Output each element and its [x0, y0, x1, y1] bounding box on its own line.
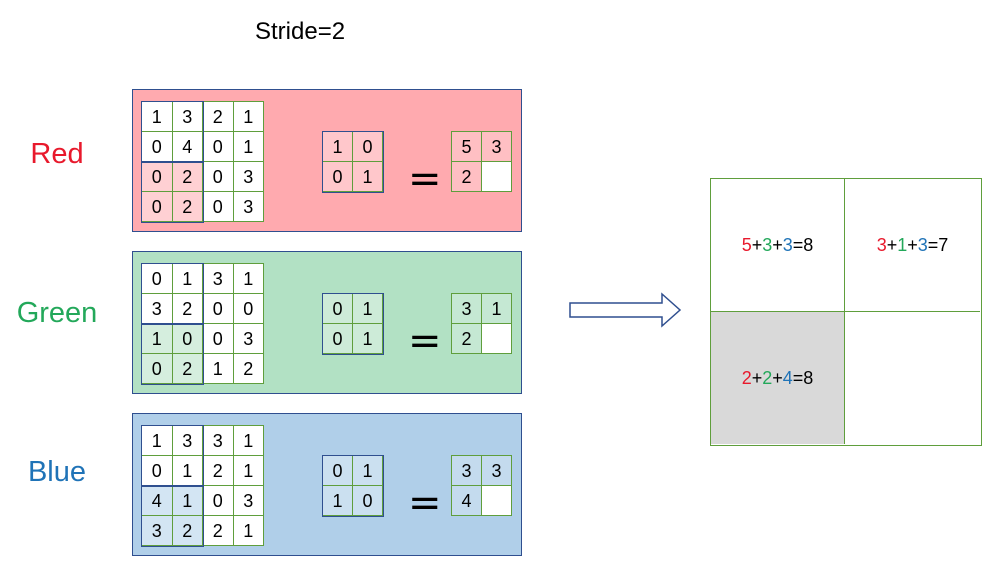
- input-cell: 1: [232, 425, 264, 456]
- output-cell: 3: [451, 293, 482, 324]
- output-cell: 5: [451, 131, 482, 162]
- blue-term: 3: [782, 235, 793, 255]
- input-cell: 3: [232, 323, 264, 354]
- input-cell: 1: [232, 263, 264, 294]
- blue-term: 4: [782, 368, 793, 388]
- kernel-cell: 1: [352, 161, 383, 192]
- input-cell: 1: [232, 101, 264, 132]
- input-cell: 0: [141, 131, 173, 162]
- result-cell: 2+2+4=8: [711, 312, 845, 444]
- output-cell: 3: [481, 131, 512, 162]
- result-cell: [845, 312, 980, 444]
- equals-sign: =: [408, 156, 442, 202]
- plus-sign: +: [772, 235, 783, 255]
- output-cell: [481, 161, 512, 192]
- input-cell: 2: [171, 191, 203, 222]
- sum-total: 8: [803, 368, 814, 388]
- blue-channel-label: Blue: [27, 456, 87, 488]
- red-term: 5: [741, 235, 752, 255]
- input-cell: 0: [202, 131, 234, 162]
- window-bottom-left: [141, 485, 204, 547]
- input-cell: 1: [202, 353, 234, 384]
- result-cell: 5+3+3=8: [711, 179, 845, 312]
- green-channel-label: Green: [16, 297, 98, 329]
- input-cell: 3: [232, 485, 264, 516]
- window-top-left: [141, 425, 204, 487]
- window-top-left: [141, 263, 204, 325]
- equals-text: =: [792, 368, 804, 388]
- kernel-frame: [322, 455, 384, 517]
- kernel-cell: 0: [322, 455, 353, 486]
- output-cell: 2: [451, 161, 482, 192]
- window-bottom-left: [141, 161, 204, 223]
- input-cell: 1: [232, 131, 264, 162]
- input-cell: 1: [232, 455, 264, 486]
- red-channel-label: Red: [30, 138, 84, 170]
- output-cell: [481, 323, 512, 354]
- green-term: 3: [762, 235, 773, 255]
- sum-total: 7: [938, 235, 949, 255]
- output-cell: 3: [451, 455, 482, 486]
- input-cell: 1: [232, 515, 264, 546]
- plus-sign: +: [886, 235, 898, 255]
- input-cell: 0: [202, 485, 234, 516]
- equals-sign: =: [408, 318, 442, 364]
- plus-sign: +: [751, 235, 763, 255]
- input-cell: 0: [202, 191, 234, 222]
- green-term: 2: [762, 368, 773, 388]
- input-cell: 3: [202, 263, 234, 294]
- input-cell: 2: [232, 353, 264, 384]
- diagram-title: Stride=2: [255, 18, 346, 45]
- input-cell: 3: [202, 425, 234, 456]
- kernel-cell: 1: [352, 323, 383, 354]
- kernel-cell: 1: [352, 293, 383, 324]
- kernel-frame: [322, 131, 384, 193]
- input-cell: 3: [232, 191, 264, 222]
- equals-text: =: [792, 235, 804, 255]
- input-cell: 2: [171, 515, 203, 546]
- input-cell: 2: [171, 353, 203, 384]
- equals-text: =: [927, 235, 939, 255]
- input-cell: 0: [202, 161, 234, 192]
- window-bottom-left: [141, 323, 204, 385]
- green-term: 1: [897, 235, 908, 255]
- input-cell: 0: [202, 323, 234, 354]
- input-cell: 0: [202, 293, 234, 324]
- input-cell: 2: [202, 101, 234, 132]
- input-cell: 2: [171, 293, 203, 324]
- equals-sign: =: [408, 480, 442, 526]
- result-cell: 3+1+3=7: [845, 179, 980, 312]
- kernel-cell: 0: [352, 485, 383, 516]
- red-term: 2: [741, 368, 752, 388]
- output-cell: 1: [481, 293, 512, 324]
- output-cell: 4: [451, 485, 482, 516]
- window-top-left: [141, 101, 204, 163]
- plus-sign: +: [907, 235, 918, 255]
- plus-sign: +: [772, 368, 783, 388]
- output-cell: [481, 485, 512, 516]
- plus-sign: +: [751, 368, 763, 388]
- sum-total: 8: [803, 235, 814, 255]
- right-arrow-icon: [569, 292, 682, 328]
- kernel-frame: [322, 293, 384, 355]
- input-cell: 2: [202, 515, 234, 546]
- output-cell: 3: [481, 455, 512, 486]
- output-cell: 2: [451, 323, 482, 354]
- blue-term: 3: [917, 235, 928, 255]
- input-cell: 3: [232, 161, 264, 192]
- red-term: 3: [876, 235, 887, 255]
- input-cell: 2: [202, 455, 234, 486]
- input-cell: 0: [232, 293, 264, 324]
